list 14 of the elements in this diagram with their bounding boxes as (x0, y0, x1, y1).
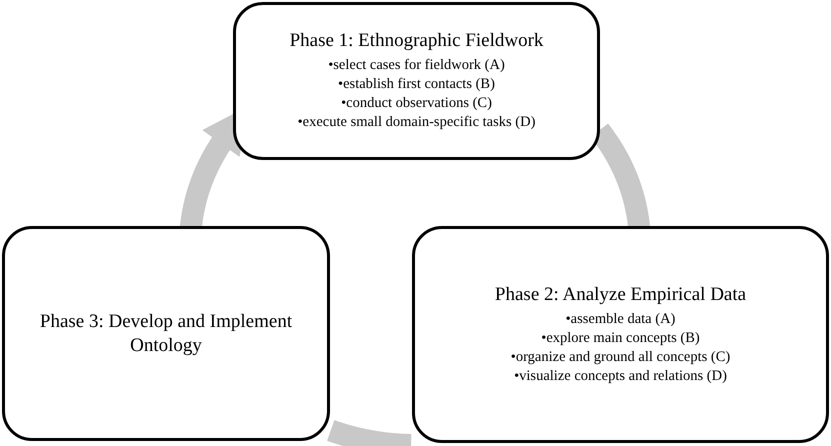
phase-box (233, 2, 600, 160)
bullet-item: •explore main concepts (B) (541, 328, 700, 348)
bullet-item: •establish first contacts (B) (338, 75, 495, 94)
phase-title: Phase 3: Develop and Implement Ontology (38, 310, 294, 358)
bullet-item: •execute small domain-specific tasks (D) (298, 113, 536, 132)
bullet-item: •assemble data (A) (566, 310, 676, 328)
phase-title: Phase 2: Analyze Empirical Data (494, 284, 746, 306)
bullet-item: •conduct observations (C) (341, 94, 492, 113)
phase-box (2, 226, 330, 441)
bullet-item: •visualize concepts and relations (D) (514, 366, 727, 386)
phase-box (412, 226, 829, 443)
bullet-item: •select cases for fieldwork (A) (328, 56, 505, 75)
bullet-item: •organize and ground all concepts (C) (510, 348, 730, 366)
phase-title: Phase 1: Ethnographic Fieldwork (290, 30, 544, 52)
